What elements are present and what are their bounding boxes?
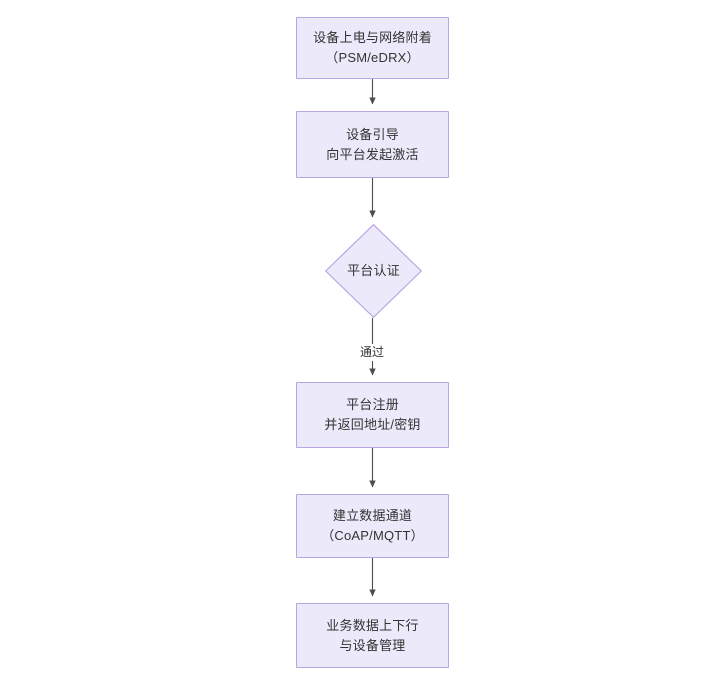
node-label: 平台注册 并返回地址/密钥 <box>324 397 421 432</box>
node-device-bootstrap[interactable]: 设备引导 向平台发起激活 <box>296 111 449 178</box>
node-label: 建立数据通道 （CoAP/MQTT） <box>321 508 424 543</box>
node-label: 平台认证 <box>347 263 400 278</box>
edge-label-pass: 通过 <box>357 344 388 361</box>
diamond-shape-icon <box>325 224 422 318</box>
node-label: 业务数据上下行 与设备管理 <box>326 617 419 653</box>
node-label: 设备引导 向平台发起激活 <box>326 126 419 162</box>
node-platform-registration[interactable]: 平台注册 并返回地址/密钥 <box>296 382 449 448</box>
node-device-power-on[interactable]: 设备上电与网络附着 （PSM/eDRX） <box>296 17 449 79</box>
node-business-data-and-device-management[interactable]: 业务数据上下行 与设备管理 <box>296 603 449 668</box>
node-establish-data-channel[interactable]: 建立数据通道 （CoAP/MQTT） <box>296 494 449 558</box>
node-label: 设备上电与网络附着 （PSM/eDRX） <box>313 30 432 65</box>
node-platform-authentication[interactable]: 平台认证 <box>325 224 422 318</box>
